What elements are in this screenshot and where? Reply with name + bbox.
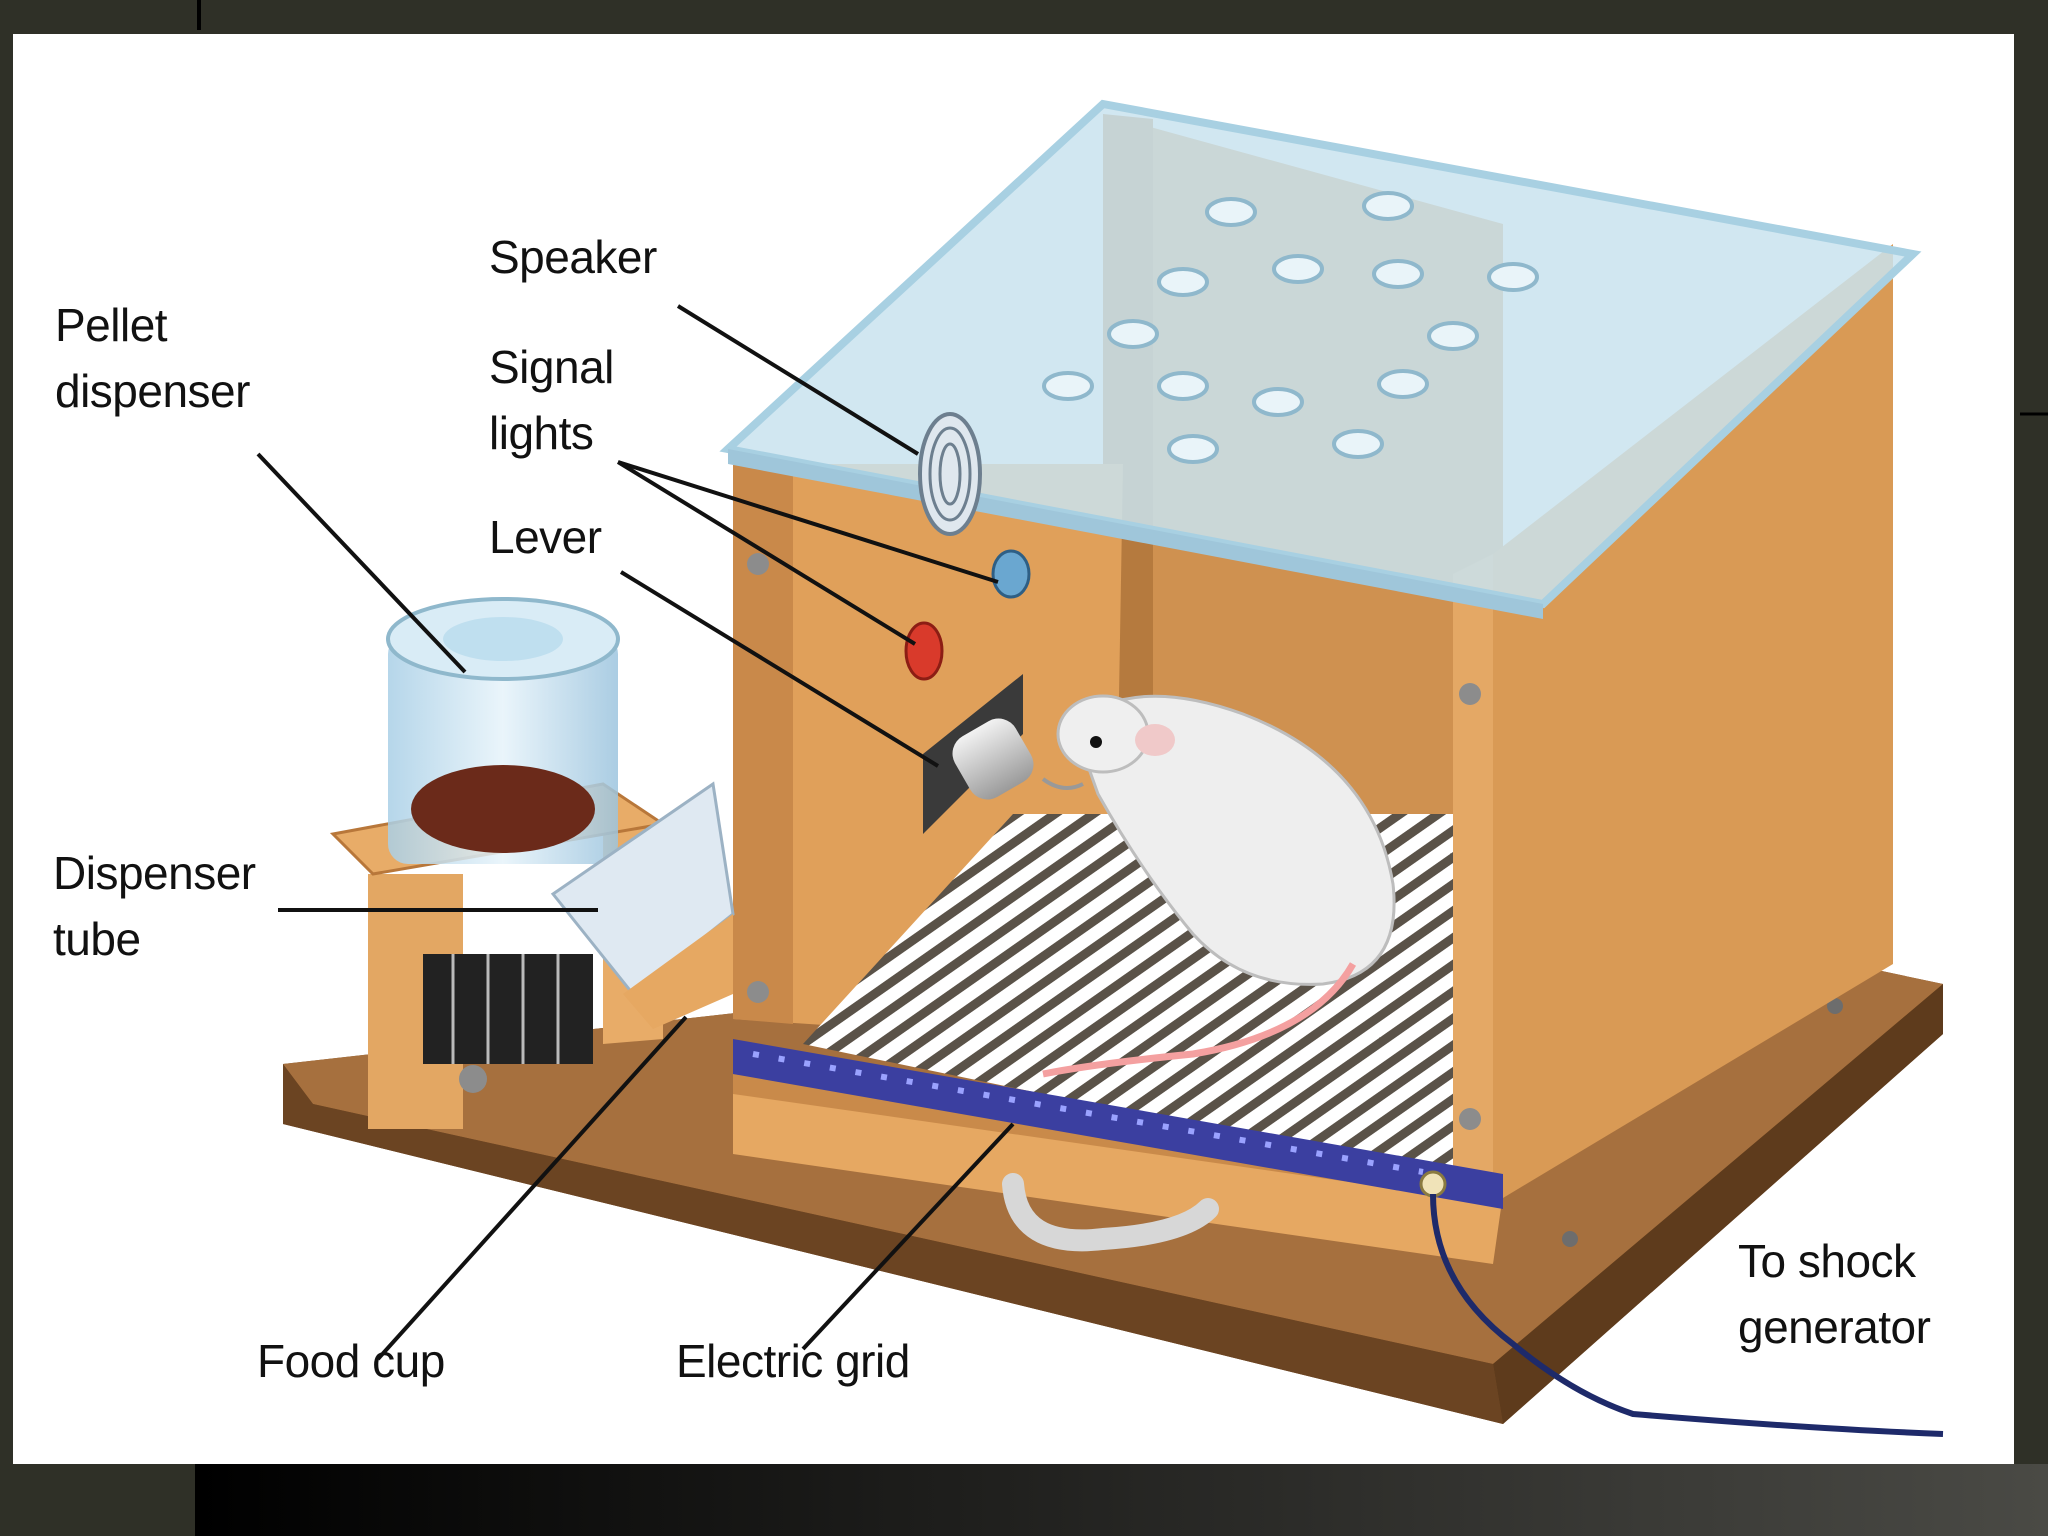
signal-lights [904, 549, 1031, 681]
dispenser-tube [550, 781, 735, 1029]
label-speaker: Speaker [489, 231, 657, 283]
skinner-box-diagram: Speaker Pellet dispenser Signal lights L… [13, 34, 2014, 1464]
label-electric-grid: Electric grid [676, 1335, 910, 1387]
speaker [918, 412, 982, 536]
label-pellet-dispenser: Pellet dispenser [55, 299, 250, 417]
lever [923, 674, 1034, 834]
pellet-dispenser [329, 597, 667, 1129]
leader-lines [256, 304, 1015, 1361]
label-food-cup: Food cup [257, 1335, 445, 1387]
label-dispenser-tube: Dispenser tube [53, 847, 256, 965]
rat [1041, 694, 1396, 1078]
label-to-shock-generator: To shock generator [1738, 1235, 1931, 1353]
diagram-artwork [256, 99, 1944, 1437]
shock-cable [1430, 1193, 1944, 1437]
drawer-handle [1002, 1173, 1219, 1252]
electric-grid-bar [733, 1039, 1503, 1209]
label-signal-lights: Signal lights [489, 341, 614, 459]
label-lever: Lever [489, 511, 602, 563]
